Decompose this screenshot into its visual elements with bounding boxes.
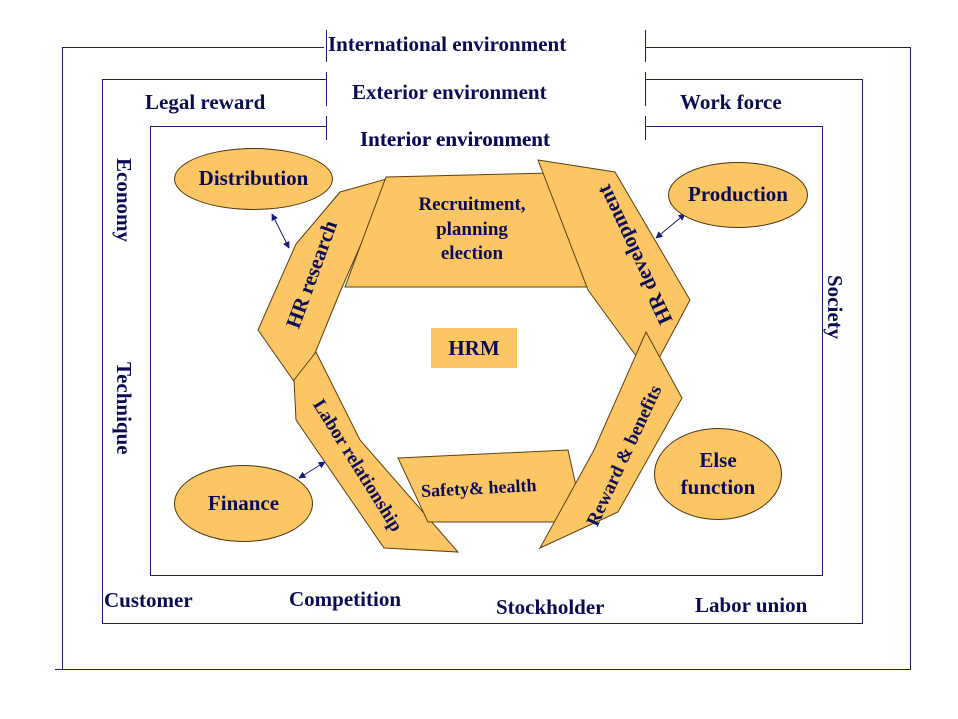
title-gap-right-edge-3 [645,116,646,140]
baseline-line [55,669,911,670]
title-gap [327,40,645,138]
labor-relationship-shape [293,351,460,553]
title-gap-right-edge [645,30,646,62]
customer-label: Customer [104,588,193,612]
else-function-oval: Else function [654,428,782,520]
else-function-line1: Else [699,447,737,472]
finance-oval: Finance [174,465,313,542]
stockholder-label: Stockholder [496,595,605,619]
title-gap-left-edge [326,30,327,62]
title-gap-right-edge-2 [645,72,646,106]
production-oval: Production [668,162,808,228]
finance-arrow [298,461,326,479]
international-label-top: International environment [328,32,567,56]
distribution-oval: Distribution [174,148,333,210]
society-label: Society [823,275,847,340]
recruitment-text: Recruitment, planning election [392,193,552,267]
reward-benefits-shape [538,330,683,550]
recruitment-line3: election [440,243,504,265]
title-gap-left-edge-3 [326,116,327,140]
exterior-label-top: Exterior environment [352,80,547,104]
labor-union-label: Labor union [695,593,808,617]
hrm-box: HRM [431,328,517,368]
recruitment-line1: Recruitment, [418,194,526,215]
distribution-arrow [271,213,290,249]
legal-reward-label: Legal reward [145,90,266,114]
else-function-line2: function [680,475,756,499]
recruitment-line2: planning [436,218,508,240]
title-gap-left-edge-2 [326,72,327,106]
competition-label: Competition [289,587,401,611]
interior-label-top: Interior environment [360,127,550,151]
technique-label: Technique [112,362,136,455]
economy-label: Economy [112,158,136,242]
production-arrow [655,213,686,239]
hr-development-shape [537,159,691,376]
work-force-label: Work force [680,90,782,114]
